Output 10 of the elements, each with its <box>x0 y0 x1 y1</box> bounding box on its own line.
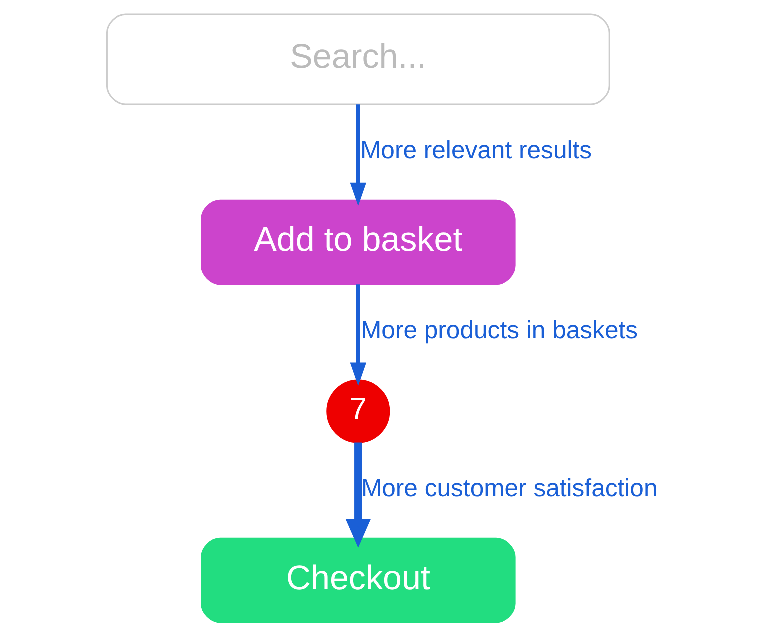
edge-label: More customer satisfaction <box>361 476 658 503</box>
arrow <box>350 284 367 386</box>
node-circle: 7 <box>326 380 390 444</box>
node-box: Add to basket <box>201 200 516 286</box>
arrow <box>350 104 367 206</box>
arrow <box>346 442 372 548</box>
node-box: Search... <box>106 14 610 106</box>
edge-label: More relevant results <box>360 137 592 164</box>
node-box: Checkout <box>201 538 516 624</box>
edge-label: More products in baskets <box>361 317 638 344</box>
